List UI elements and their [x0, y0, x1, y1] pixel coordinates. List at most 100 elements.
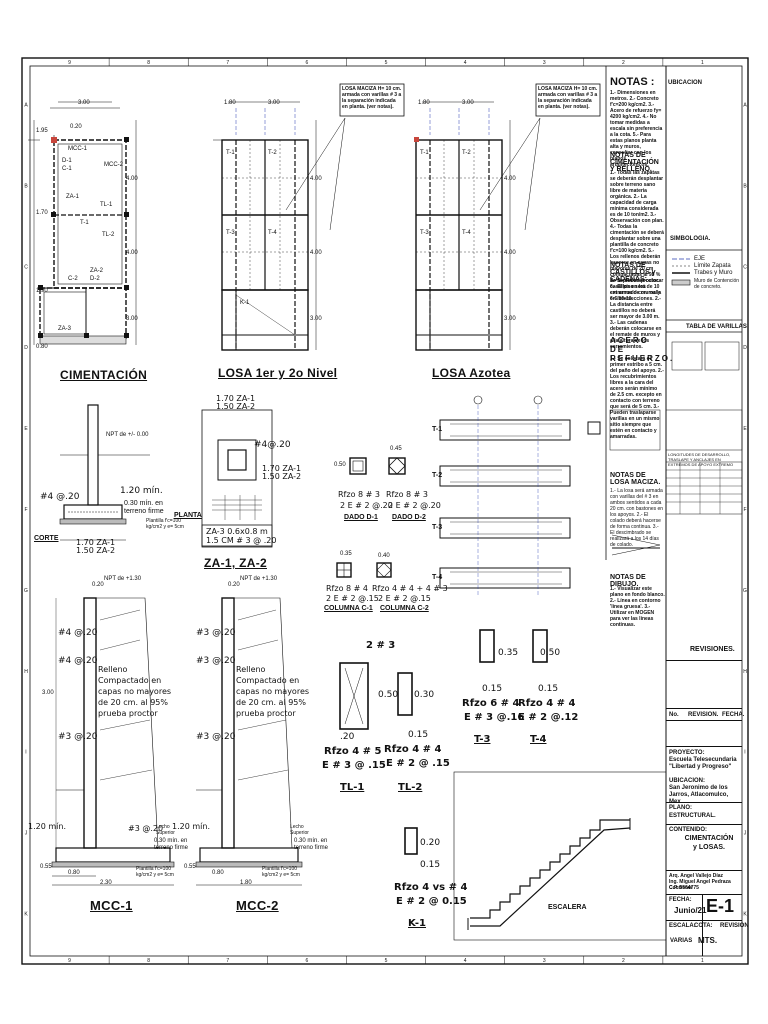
notas-title: NOTAS : [610, 76, 655, 88]
tb-line-1 [666, 660, 742, 661]
t3-w: 0.15 [482, 684, 503, 694]
grid-col-mark: 3 [543, 60, 546, 66]
t4-stirrup: E # 2 @.12 [518, 712, 579, 723]
tl2-name: TL-2 [398, 782, 423, 793]
cim-dim-2: 1.95 [36, 128, 48, 134]
zap-label-4: CORTE [34, 535, 59, 542]
mcc2-fill: Relleno Compactado en capas no mayores d… [236, 665, 310, 718]
tb-line-6 [666, 824, 742, 825]
mcc2-l3: #3 @.20 [196, 732, 236, 742]
cim-dim-7: 0.80 [36, 344, 48, 350]
cim-dim-6: 1.90 [36, 288, 48, 294]
losa1-dim-3: 4.00 [310, 250, 322, 256]
cim-mark-4: ZA-2 [90, 268, 104, 274]
k1-h: 0.20 [420, 838, 441, 848]
losa-azotea-title: LOSA Azotea [432, 366, 511, 380]
fecha-label: FECHA: [669, 897, 692, 903]
za-label-5: ZA-3 0.6x0.8 m [206, 527, 268, 536]
grid-col-mark: 1 [701, 60, 704, 66]
muro-mcc-1 [51, 597, 175, 886]
mcc2-name: MCC-2 [236, 898, 279, 913]
simbologia-2: Trabes y Muro [694, 270, 733, 276]
grid-col-mark: 5 [385, 60, 388, 66]
grid-col-mark: 7 [226, 958, 229, 964]
mcc1-l6: 0.30 mín. en terreno firme [154, 838, 189, 851]
za-title: ZA-1, ZA-2 [204, 556, 267, 570]
cota-value: MTS. [698, 936, 718, 945]
mcc2-l9: Plantilla f'c=100 kg/cm2 y e= 5cm [262, 866, 300, 878]
dado-2-size: 0.45 [390, 446, 402, 452]
losa1-dim-0: 1.80 [224, 100, 236, 106]
grid-col-mark: 2 [622, 60, 625, 66]
mcc1-l4: 3.00 [42, 690, 54, 696]
cimentacion-title: CIMENTACIÓN [60, 368, 148, 382]
cim-mark-2: C-1 [62, 166, 72, 172]
grid-row-mark: G [24, 588, 28, 594]
tb-line-3 [666, 720, 742, 721]
dados-columnas [336, 457, 406, 578]
azotea-dim-3: 4.00 [504, 250, 516, 256]
dibujo-notes-title: NOTAS DE DIBUJO. [610, 574, 646, 588]
cim-dim-5: 4.00 [126, 250, 138, 256]
simbologia-3: Muro de Contención de concreto. [694, 278, 740, 290]
contenido-value: CIMENTACIÓN y LOSAS. [684, 835, 734, 851]
za-label-4: 1.50 ZA-2 [262, 472, 302, 481]
grid-row-mark: B [743, 183, 747, 189]
azotea-mark-2: T-3 [420, 230, 429, 236]
simbologia-title: SIMBOLOGIA. [670, 236, 711, 242]
viga-elev-1: T-2 [432, 472, 443, 479]
cim-mark-7: MCC-2 [104, 162, 123, 168]
grid-row-mark: G [743, 588, 747, 594]
losa1-dim-1: 3.00 [268, 100, 280, 106]
mcc1-l3: #3 @.20 [58, 732, 98, 742]
cim-dim-3: 4.00 [126, 176, 138, 182]
proyecto-value: Escuela Telesecundaria "Libertad y Progr… [669, 757, 737, 770]
grid-col-mark: 2 [622, 958, 625, 964]
grid-row-mark: E [24, 426, 28, 432]
mcc2-l1: #3 @.20 [196, 628, 236, 638]
responsable-1: Ing. Miguel Angel Pedraza Contreras [669, 879, 731, 891]
grid-row-mark: C [24, 264, 28, 270]
grid-row-mark: J [744, 831, 747, 837]
escalera-section [453, 771, 667, 941]
zap-label-5: 1.70 ZA-1 [76, 538, 116, 547]
t4-rebar: Rfzo 4 # 4 [518, 698, 576, 709]
losa-1-title: LOSA 1er y 2o Nivel [218, 366, 338, 380]
tabla-title: TABLA DE VARILLAS [686, 324, 747, 330]
simbologia-1: Límite Zapata [694, 263, 731, 269]
tl1-stirrup: E # 3 @ .15 [322, 760, 386, 771]
mcc2-l7: 1.80 [240, 880, 252, 886]
viga-elev-3: T-4 [432, 574, 443, 581]
tl2-w: 0.15 [408, 730, 429, 740]
cim-dim-4: 1.70 [36, 210, 48, 216]
grid-row-mark: E [743, 426, 747, 432]
grid-col-mark: 3 [543, 958, 546, 964]
col-2-stirrup: 2 E # 2 @.15 [378, 594, 431, 603]
proyecto-label: PROYECTO: [669, 750, 705, 756]
revision-label: REVISION [720, 923, 749, 929]
ubicacion-label: UBICACION: [669, 778, 705, 784]
za-label-6: 1.5 CM # 3 @ .20 [206, 536, 277, 545]
mcc1-l11: Lecho Superior [156, 824, 175, 836]
escala-value: VARIAS [670, 938, 693, 944]
tb-line-5 [666, 802, 742, 803]
mcc2-l8: 0.55 [184, 864, 196, 870]
t4-name: T-4 [530, 734, 547, 745]
grid-row-mark: K [743, 912, 747, 918]
sheet-number: E-1 [706, 896, 735, 916]
trabes-secciones [339, 629, 548, 855]
cim-dim-1: 3.00 [78, 100, 90, 106]
losa-1-plan [213, 83, 405, 351]
cim-dim-8: 3.00 [126, 316, 138, 322]
mcc1-l9: 0.55 [40, 864, 52, 870]
azotea-dim-1: 3.00 [462, 100, 474, 106]
acero-notes-text: 1.- Se colocará el primer estribo a 5 cm… [610, 356, 664, 440]
tb-line-7 [666, 870, 742, 871]
tl2-h: 0.30 [414, 690, 435, 700]
col-1-name: COLUMNA C-1 [324, 605, 373, 612]
col-1-size: 0.35 [340, 551, 352, 557]
cimentacion-notes-text: 1.- Todas las zapatas se deberán desplan… [610, 170, 664, 302]
